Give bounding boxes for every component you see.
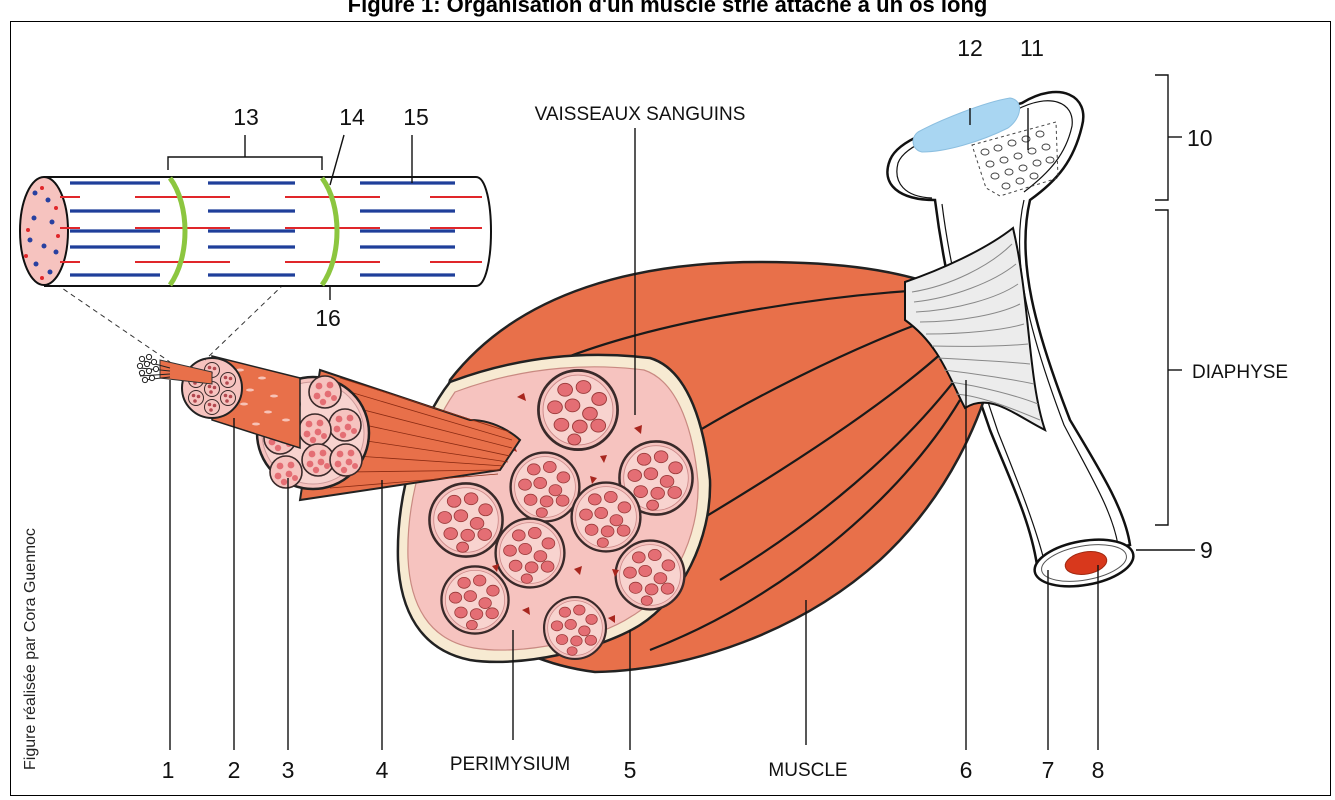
label-4: 4 [376,757,389,783]
label-2: 2 [228,757,241,783]
myofibril-zoom [20,177,491,286]
label-vaisseaux-sanguins: VAISSEAUX SANGUINS [535,104,746,125]
label-7: 7 [1042,757,1055,783]
label-1: 1 [162,757,175,783]
label-13: 13 [233,104,259,130]
label-3: 3 [282,757,295,783]
label-11: 11 [1020,35,1044,61]
label-6: 6 [960,757,973,783]
label-9: 9 [1200,537,1213,563]
label-diaphyse: DIAPHYSE [1192,362,1288,383]
label-16: 16 [315,305,341,331]
label-perimysium: PERIMYSIUM [450,754,570,775]
label-8: 8 [1092,757,1105,783]
label-12: 12 [957,35,983,61]
label-14: 14 [339,104,365,130]
label-muscle: MUSCLE [768,760,847,781]
label-15: 15 [403,104,429,130]
label-5: 5 [624,757,637,783]
label-10: 10 [1187,125,1213,151]
